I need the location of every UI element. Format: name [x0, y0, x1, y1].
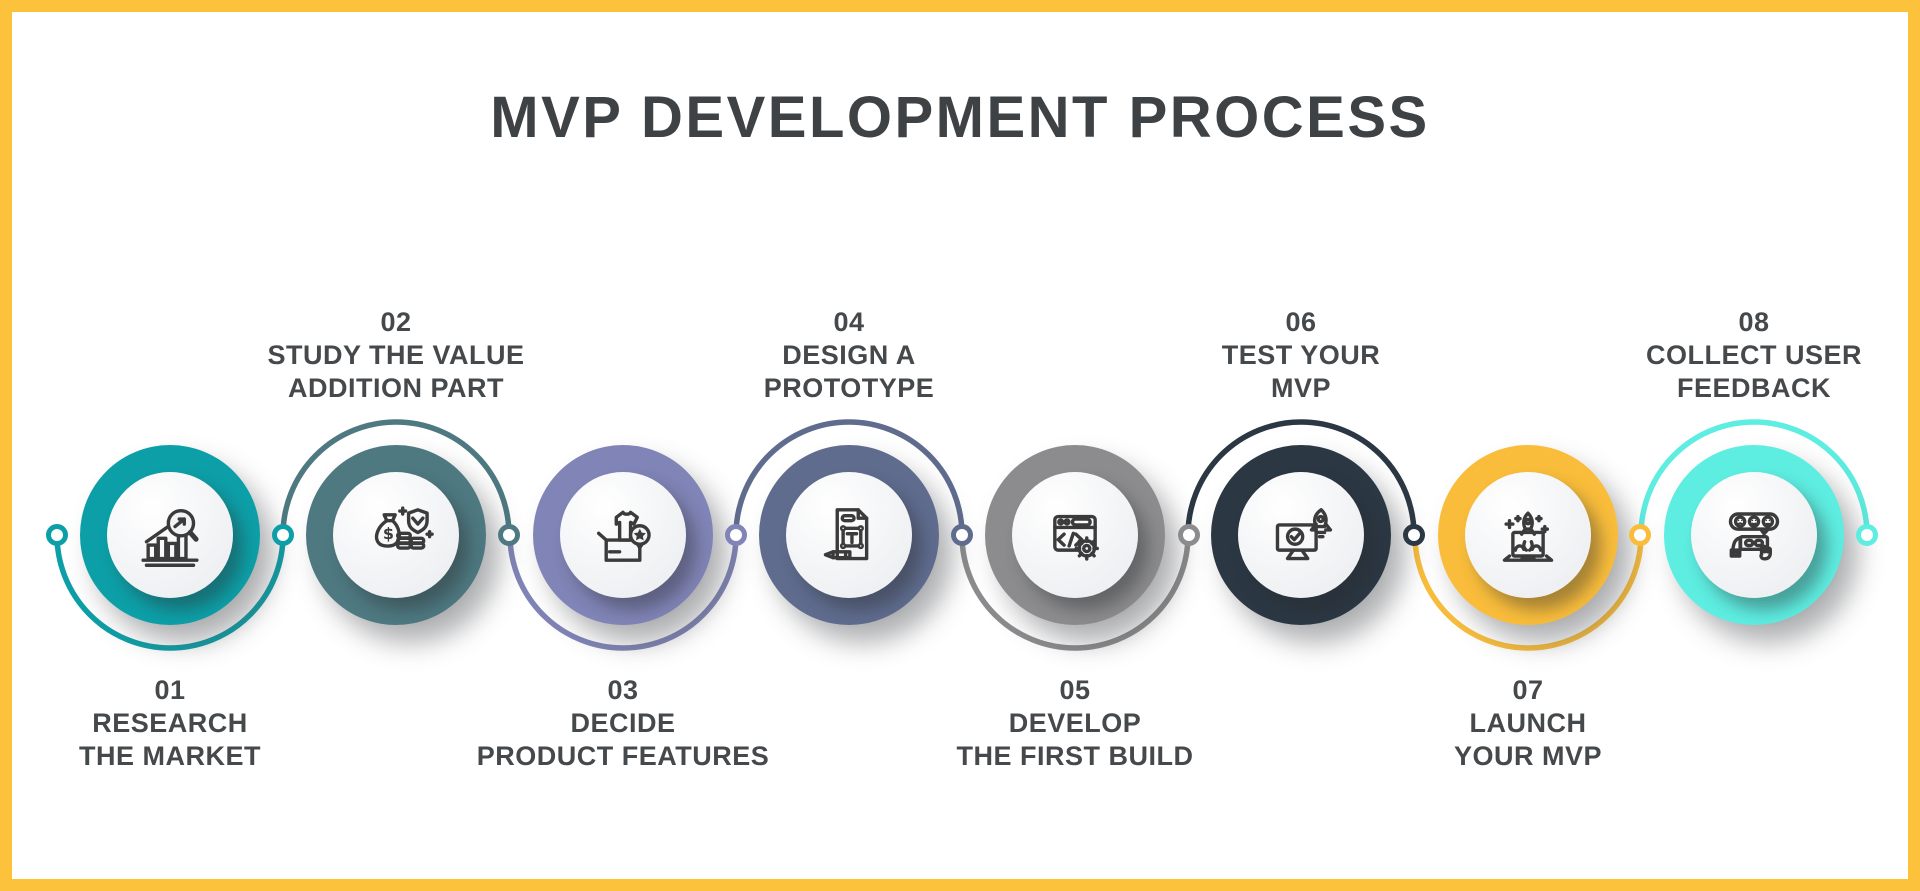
step-ring: [759, 445, 939, 625]
value-addition-icon: $: [354, 493, 438, 577]
step-inner-disc: [1238, 472, 1364, 598]
connector-node: [1628, 523, 1651, 546]
connector-arc: [959, 532, 1191, 651]
step-label-line2: MVP: [1270, 373, 1331, 403]
step-label-line2: THE FIRST BUILD: [956, 741, 1194, 771]
step-inner-disc: [786, 472, 912, 598]
connector-arc: [1185, 419, 1417, 538]
step-number: 04: [833, 307, 865, 337]
step-inner-disc: $: [333, 472, 459, 598]
step-label-line2: PROTOTYPE: [763, 373, 935, 403]
connector-node: [497, 523, 520, 546]
step-label: 06 TEST YOUR MVP: [1116, 306, 1486, 405]
step-label-line1: LAUNCH: [1469, 708, 1587, 738]
step-label: 04 DESIGN A PROTOTYPE: [664, 306, 1034, 405]
connector-arc: [1412, 532, 1644, 651]
connector-node: [1177, 523, 1200, 546]
page-title: MVP DEVELOPMENT PROCESS: [490, 85, 1430, 150]
step-label-line1: DECIDE: [570, 708, 676, 738]
step-label: 03 DECIDE PRODUCT FEATURES: [438, 674, 808, 773]
connector-arc: [280, 419, 512, 538]
connector-node: [724, 523, 747, 546]
step-ring: [533, 445, 713, 625]
connector-node: [950, 523, 973, 546]
step-ring: [1664, 445, 1844, 625]
product-features-icon: [581, 493, 665, 577]
connector-arc: [1638, 419, 1870, 538]
step-label-line2: THE MARKET: [79, 741, 261, 771]
step-label-line1: DEVELOP: [1008, 708, 1142, 738]
connector-node: [45, 523, 68, 546]
connector-node: [1855, 523, 1878, 546]
step-label-line2: ADDITION PART: [288, 373, 504, 403]
step-inner-disc: [1465, 472, 1591, 598]
step-label-line1: RESEARCH: [92, 708, 248, 738]
connector-arc: [507, 532, 739, 651]
svg-text:$: $: [383, 524, 394, 543]
step-label: 01 RESEARCH THE MARKET: [12, 674, 355, 773]
design-prototype-icon: [807, 493, 891, 577]
step-ring: [985, 445, 1165, 625]
step-inner-disc: [107, 472, 233, 598]
step-label-line2: YOUR MVP: [1453, 741, 1603, 771]
connector-node: [271, 523, 294, 546]
step-label-line1: COLLECT USER: [1645, 340, 1862, 370]
develop-build-icon: [1033, 493, 1117, 577]
step-number: 06: [1285, 307, 1317, 337]
step-ring: [1211, 445, 1391, 625]
step-inner-disc: [560, 472, 686, 598]
step-label-line1: DESIGN A: [782, 340, 916, 370]
step-label: 02 STUDY THE VALUE ADDITION PART: [211, 306, 581, 405]
step-number: 01: [154, 675, 186, 705]
step-number: 02: [380, 307, 412, 337]
launch-mvp-icon: [1486, 493, 1570, 577]
step-number: 08: [1738, 307, 1770, 337]
market-research-icon: [128, 493, 212, 577]
step-ring: [80, 445, 260, 625]
test-mvp-icon: [1259, 493, 1343, 577]
connector-arc: [54, 532, 286, 651]
step-label-line2: FEEDBACK: [1676, 373, 1831, 403]
connector-node: [1402, 523, 1425, 546]
step-label-line1: STUDY THE VALUE: [267, 340, 525, 370]
connector-arc: [733, 419, 965, 538]
step-label-line1: TEST YOUR: [1221, 340, 1381, 370]
step-label-line2: PRODUCT FEATURES: [476, 741, 770, 771]
step-label: 07 LAUNCH YOUR MVP: [1343, 674, 1713, 773]
step-number: 03: [607, 675, 639, 705]
step-number: 07: [1512, 675, 1544, 705]
step-label: 08 COLLECT USER FEEDBACK: [1569, 306, 1908, 405]
step-inner-disc: [1012, 472, 1138, 598]
step-number: 05: [1059, 675, 1091, 705]
step-inner-disc: [1691, 472, 1817, 598]
step-label: 05 DEVELOP THE FIRST BUILD: [890, 674, 1260, 773]
step-ring: $: [306, 445, 486, 625]
step-ring: [1438, 445, 1618, 625]
collect-feedback-icon: [1712, 493, 1796, 577]
